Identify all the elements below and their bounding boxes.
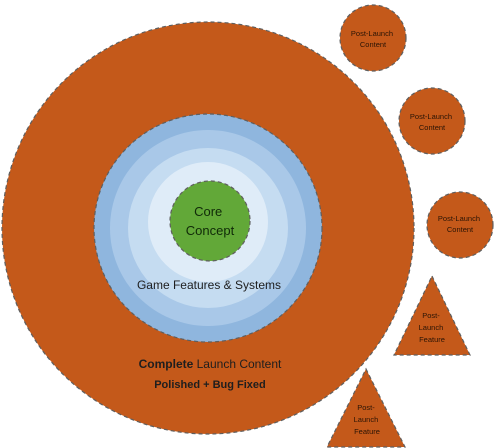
post-launch-feature-1: Post- Launch Feature xyxy=(393,274,471,356)
core-concept-line2: Concept xyxy=(186,223,235,238)
launch-label-line2: Polished + Bug Fixed xyxy=(154,379,266,391)
post-launch-content-2-line1: Post-Launch xyxy=(410,112,452,121)
post-launch-feature-1-line1: Post- xyxy=(422,311,440,320)
core-concept-line1: Core xyxy=(194,204,222,219)
core-concept-label: Core Concept xyxy=(186,204,235,238)
post-launch-content-3-line2: Content xyxy=(447,225,474,234)
post-launch-feature-1-line2: Launch xyxy=(419,323,444,332)
launch-complete-bold: Complete xyxy=(139,357,194,371)
svg-text:Post- Launch Featu: Post- Launch Feature xyxy=(354,403,381,436)
launch-content-text: Launch Content xyxy=(193,357,282,371)
post-launch-feature-2-line2: Launch xyxy=(354,415,379,424)
post-launch-content-2-line2: Content xyxy=(419,123,446,132)
post-launch-content-3: Post-Launch Content xyxy=(426,191,494,259)
post-launch-content-3-line1: Post-Launch xyxy=(438,214,480,223)
post-launch-feature-1-line3: Feature xyxy=(419,335,445,344)
post-launch-content-1-line2: Content xyxy=(360,40,387,49)
svg-text:Post-Launch Content: Post-Launch Content xyxy=(438,214,482,234)
post-launch-feature-2: Post- Launch Feature xyxy=(326,367,406,448)
features-label: Game Features & Systems xyxy=(137,278,281,292)
svg-text:Post-Launch Content: Post-Launch Content xyxy=(410,112,454,132)
post-launch-content-1-line1: Post-Launch xyxy=(351,29,393,38)
svg-text:Post- Launch Featu: Post- Launch Feature xyxy=(419,311,446,344)
core-concept-circle xyxy=(169,180,251,262)
post-launch-content-2: Post-Launch Content xyxy=(398,87,466,155)
launch-label-line1: Complete Launch Content xyxy=(139,357,282,371)
svg-text:Post-Launch Content: Post-Launch Content xyxy=(351,29,395,49)
post-launch-feature-2-line1: Post- xyxy=(357,403,375,412)
post-launch-feature-2-line3: Feature xyxy=(354,427,380,436)
post-launch-content-1: Post-Launch Content xyxy=(339,4,407,72)
